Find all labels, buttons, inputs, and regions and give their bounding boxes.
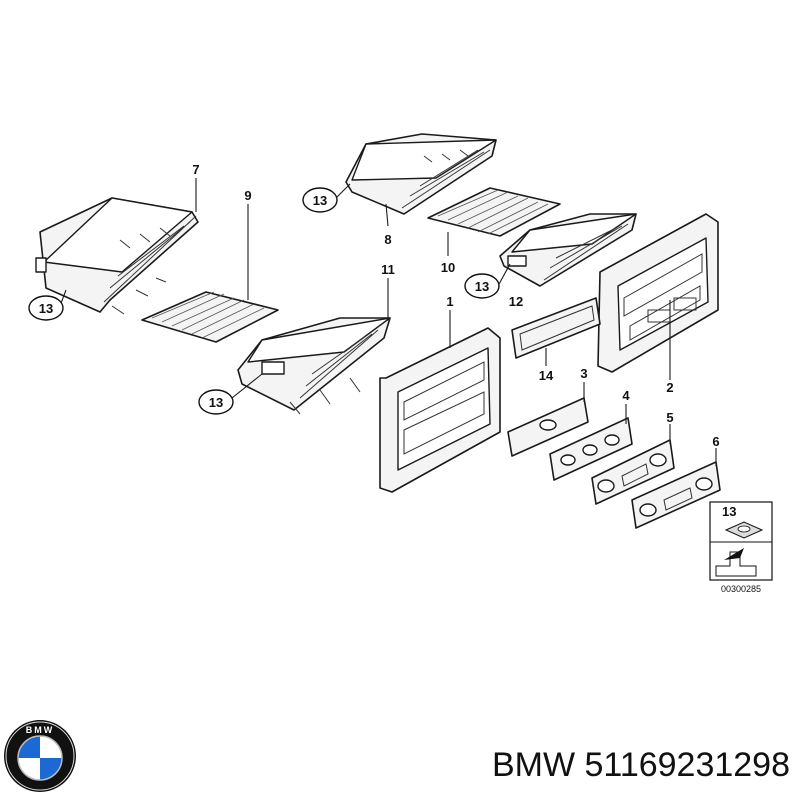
part-4-control-panel bbox=[549, 417, 633, 481]
part-5-control-panel bbox=[591, 439, 675, 505]
label-4: 4 bbox=[622, 388, 630, 403]
part-11-vent-housing bbox=[237, 317, 391, 415]
svg-text:13: 13 bbox=[475, 279, 489, 294]
part-12-vent-housing bbox=[499, 213, 637, 287]
label-6: 6 bbox=[712, 434, 719, 449]
label-2: 2 bbox=[666, 380, 673, 395]
svg-text:13: 13 bbox=[313, 193, 327, 208]
inset-label-13: 13 bbox=[722, 504, 736, 519]
bmw-roundel-icon: BMW bbox=[4, 720, 76, 792]
badge-13-left: 13 bbox=[28, 295, 64, 321]
arrow-icon bbox=[715, 548, 757, 577]
part-number-caption: BMW 51169231298 bbox=[492, 746, 790, 784]
leader-lines bbox=[59, 178, 717, 466]
inset-box: 13 00300285 bbox=[709, 501, 773, 594]
svg-text:BMW: BMW bbox=[26, 725, 55, 735]
part-1-trim-panel bbox=[379, 327, 501, 493]
label-1: 1 bbox=[446, 294, 453, 309]
label-12: 12 bbox=[509, 294, 523, 309]
badge-13-right: 13 bbox=[464, 273, 500, 299]
part-7-storage-box bbox=[35, 197, 199, 315]
badge-13-top: 13 bbox=[302, 187, 338, 213]
clip-nut-icon bbox=[724, 521, 764, 539]
label-11: 11 bbox=[381, 262, 395, 277]
part-10-filter bbox=[427, 187, 561, 237]
part-8-storage-box bbox=[345, 133, 497, 215]
reference-number: 00300285 bbox=[721, 584, 761, 594]
part-2-trim-panel bbox=[597, 213, 719, 373]
svg-text:13: 13 bbox=[209, 395, 223, 410]
label-7: 7 bbox=[192, 162, 199, 177]
part-14-plate bbox=[511, 297, 601, 359]
label-3: 3 bbox=[580, 366, 587, 381]
part-3-control-panel bbox=[507, 397, 589, 457]
label-8: 8 bbox=[384, 232, 391, 247]
badge-13-middle: 13 bbox=[198, 389, 234, 415]
label-5: 5 bbox=[666, 410, 673, 425]
svg-text:13: 13 bbox=[39, 301, 53, 316]
part-9-filter bbox=[141, 291, 279, 343]
label-10: 10 bbox=[441, 260, 455, 275]
part-6-control-panel bbox=[631, 461, 721, 529]
label-9: 9 bbox=[244, 188, 251, 203]
label-14: 14 bbox=[539, 368, 554, 383]
